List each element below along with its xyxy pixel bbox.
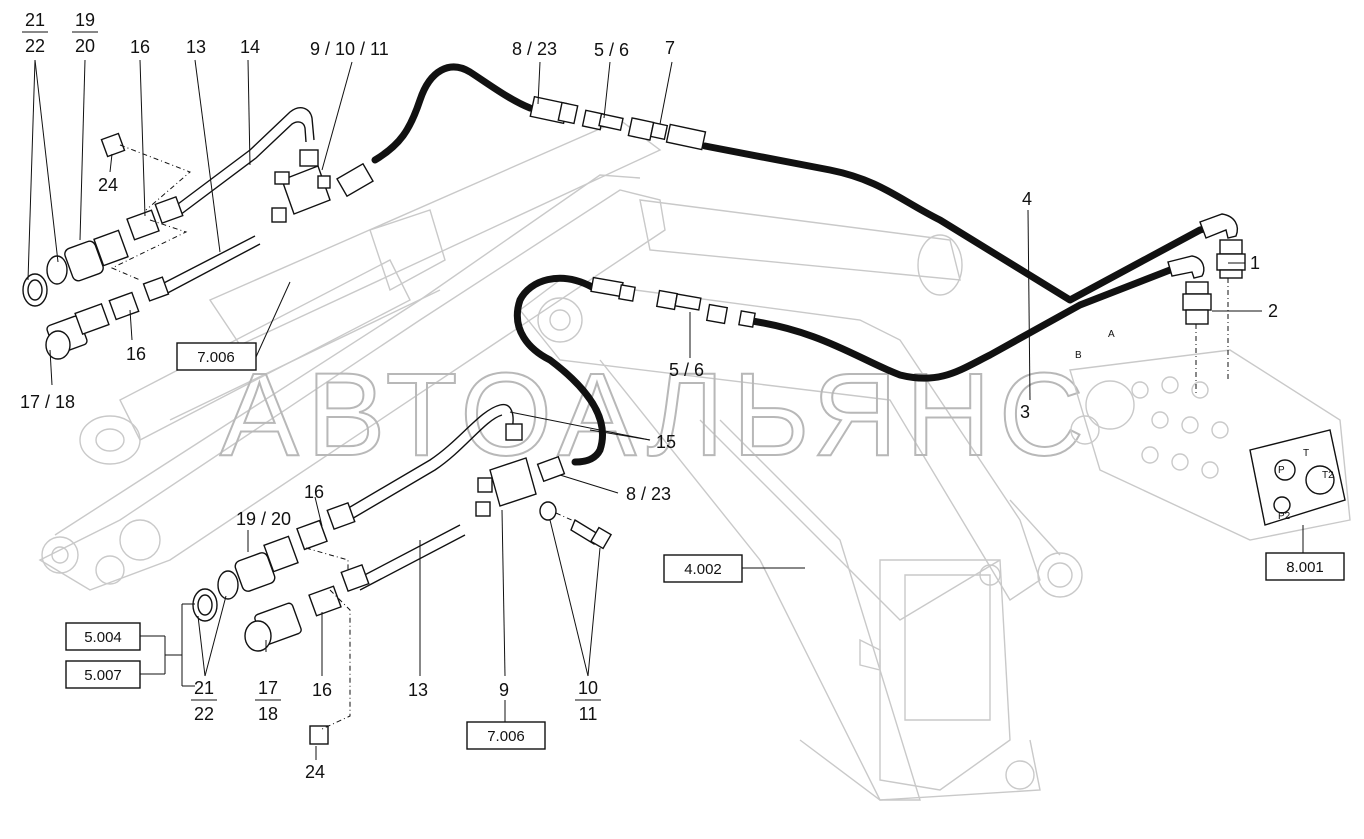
- port-p-label: P: [1278, 465, 1285, 476]
- fraction-numerator: 19: [75, 10, 95, 30]
- fraction-denominator: 22: [194, 704, 214, 724]
- part-labels: 16 13 14 9 / 10 / 11 8 / 23 5 / 6 7 4 1 …: [20, 37, 1278, 782]
- port-a-label: A: [1108, 329, 1115, 340]
- fraction-19-20: 19 20: [72, 10, 98, 56]
- label-1: 1: [1250, 253, 1260, 273]
- coupling-group-upper: [22, 132, 191, 360]
- label-5-6-mid: 5 / 6: [669, 360, 704, 380]
- port-t-label: T: [1303, 448, 1309, 459]
- mast-frame-outline: [519, 279, 1083, 801]
- fraction-21-22-bottom: 21 22: [191, 678, 217, 724]
- hose-4: [701, 142, 1219, 304]
- label-15: 15: [656, 432, 676, 452]
- ref-box-label: 8.001: [1286, 559, 1324, 576]
- label-24-bottom: 24: [305, 762, 325, 782]
- fraction-numerator: 21: [194, 678, 214, 698]
- label-4: 4: [1022, 189, 1032, 209]
- label-5-6-top: 5 / 6: [594, 40, 629, 60]
- label-8-23-top: 8 / 23: [512, 39, 557, 59]
- fraction-denominator: 18: [258, 704, 278, 724]
- fraction-numerator: 21: [25, 10, 45, 30]
- hose-14-upper: [169, 107, 315, 219]
- label-9: 9: [499, 680, 509, 700]
- boom-arm-outline: [38, 119, 666, 591]
- ref-box-label: 5.007: [84, 667, 122, 684]
- fitting-cluster-middle: [590, 276, 756, 328]
- bolt-and-washer: [539, 501, 613, 550]
- label-8-23-mid: 8 / 23: [626, 484, 671, 504]
- control-valve-block: A B P T T2 P2: [1069, 278, 1351, 541]
- ref-box-label: 4.002: [684, 561, 722, 578]
- lift-cylinder-outline: [79, 199, 963, 465]
- fraction-denominator: 20: [75, 36, 95, 56]
- ref-box-8001[interactable]: 8.001: [1265, 552, 1345, 581]
- hose-14-lower: [344, 403, 514, 521]
- valve-block-upper: [271, 149, 331, 223]
- label-16-bottom: 16: [312, 680, 332, 700]
- hose-middle-loop: [513, 274, 607, 466]
- elbow-fittings-right: [1167, 213, 1246, 325]
- ref-box-7006-upper[interactable]: 7.006: [176, 342, 257, 371]
- coupling-group-lower: [192, 501, 370, 745]
- ref-box-label: 7.006: [197, 349, 235, 366]
- label-24-top: 24: [98, 175, 118, 195]
- hose-3: [741, 262, 1189, 382]
- label-19-20: 19 / 20: [236, 509, 291, 529]
- label-13-top: 13: [186, 37, 206, 57]
- label-16-lower: 16: [304, 482, 324, 502]
- label-7: 7: [665, 38, 675, 58]
- label-16-mid: 16: [126, 344, 146, 364]
- label-13-bottom: 13: [408, 680, 428, 700]
- ref-box-label: 7.006: [487, 728, 525, 745]
- fraction-numerator: 17: [258, 678, 278, 698]
- valve-block-lower: [475, 423, 566, 517]
- port-t2-label: T2: [1322, 470, 1334, 481]
- label-14: 14: [240, 37, 260, 57]
- fraction-17-18: 17 18: [255, 678, 281, 724]
- ref-box-7006-lower[interactable]: 7.006: [466, 721, 546, 750]
- fraction-denominator: 22: [25, 36, 45, 56]
- hose-13-lower: [354, 524, 466, 591]
- hose-top-loop: [371, 63, 534, 164]
- fraction-denominator: 11: [579, 704, 598, 724]
- watermark-text: АВТОАЛЬЯНС: [220, 349, 1092, 481]
- ref-box-4002[interactable]: 4.002: [663, 554, 743, 583]
- label-3: 3: [1020, 402, 1030, 422]
- fraction-21-22-top: 21 22: [22, 10, 48, 56]
- fraction-numerator: 10: [578, 678, 598, 698]
- ref-box-label: 5.004: [84, 629, 122, 646]
- fraction-10-11: 10 11: [575, 678, 601, 724]
- label-9-10-11: 9 / 10 / 11: [310, 39, 389, 59]
- fitting-cluster-top: [336, 95, 707, 198]
- port-b-label: B: [1075, 350, 1082, 361]
- leader-lines: [27, 59, 1304, 760]
- ref-box-5004[interactable]: 5.004: [65, 622, 141, 651]
- label-17-18: 17 / 18: [20, 392, 75, 412]
- port-p2-label: P2: [1278, 511, 1291, 522]
- label-2: 2: [1268, 301, 1278, 321]
- label-16-top: 16: [130, 37, 150, 57]
- hose-13-upper: [157, 235, 261, 297]
- ref-box-5007[interactable]: 5.007: [65, 660, 141, 689]
